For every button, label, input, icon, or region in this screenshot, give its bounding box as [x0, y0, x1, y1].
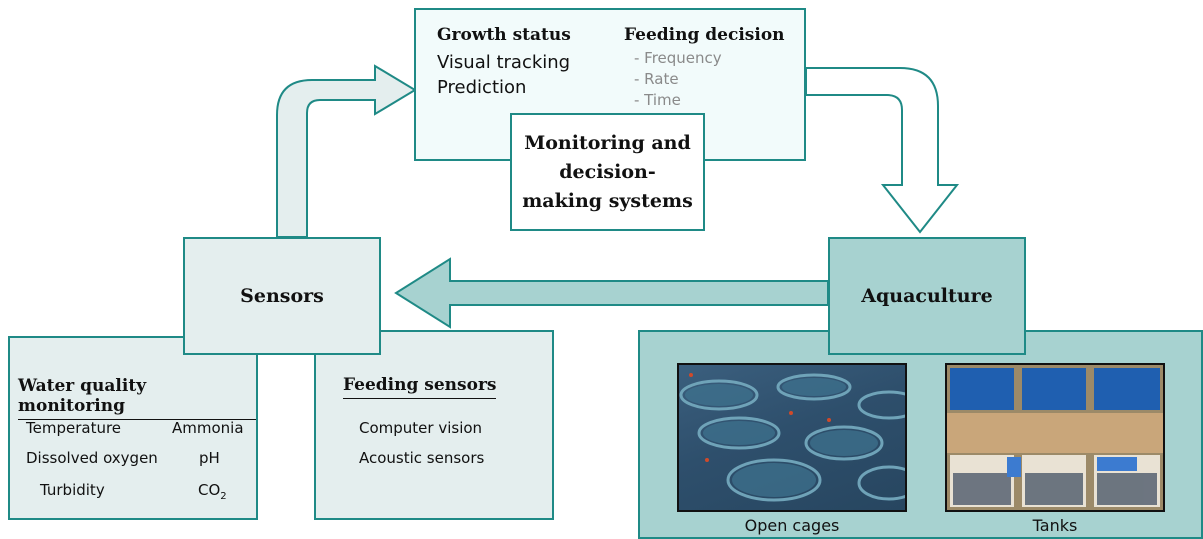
wq-turbidity: Turbidity	[40, 481, 105, 499]
growth-status-heading: Growth status	[437, 25, 571, 45]
open-cages-caption: Open cages	[744, 516, 840, 535]
feeding-sensor-acoustic: Acoustic sensors	[359, 449, 485, 467]
feeding-sensors-box: Feeding sensors Computer vision Acoustic…	[314, 330, 554, 520]
arrow-sensors-to-monitoring	[276, 64, 417, 238]
monitoring-title-box: Monitoring and decision-making systems	[510, 113, 705, 231]
feeding-item-time: - Time	[634, 91, 681, 109]
wq-co2-text: CO	[198, 481, 221, 499]
aquaculture-panel: Open cages	[638, 330, 1203, 539]
water-quality-heading: Water quality monitoring	[18, 376, 256, 420]
open-cages-photo	[677, 363, 907, 512]
wq-co2-subscript: 2	[220, 491, 227, 502]
monitoring-title: Monitoring and decision-making systems	[522, 131, 693, 212]
arrow-monitoring-to-aquaculture	[805, 67, 960, 234]
growth-item-prediction: Prediction	[437, 77, 527, 98]
water-quality-box: Water quality monitoring Temperature Amm…	[8, 336, 258, 520]
wq-ph: pH	[199, 449, 220, 467]
feeding-sensors-heading: Feeding sensors	[343, 375, 497, 399]
sensors-title: Sensors	[240, 285, 324, 307]
arrow-aquaculture-to-sensors	[394, 257, 829, 329]
tanks-photo	[945, 363, 1165, 512]
wq-ammonia: Ammonia	[172, 419, 244, 437]
wq-temperature: Temperature	[26, 419, 122, 437]
tanks-caption: Tanks	[1032, 516, 1078, 535]
feeding-sensor-computer-vision: Computer vision	[359, 419, 483, 437]
wq-dissolved-oxygen: Dissolved oxygen	[26, 449, 158, 467]
growth-item-visual-tracking: Visual tracking	[437, 52, 571, 73]
feeding-item-frequency: - Frequency	[634, 49, 722, 67]
wq-co2: CO2	[198, 481, 227, 502]
cages-illustration	[679, 373, 905, 502]
aquaculture-box: Aquaculture	[828, 237, 1026, 355]
tanks-illustration	[947, 365, 1163, 510]
feeding-item-rate: - Rate	[634, 70, 679, 88]
aquaculture-title: Aquaculture	[861, 285, 993, 307]
feeding-decision-heading: Feeding decision	[624, 25, 785, 45]
sensors-box: Sensors	[183, 237, 381, 355]
